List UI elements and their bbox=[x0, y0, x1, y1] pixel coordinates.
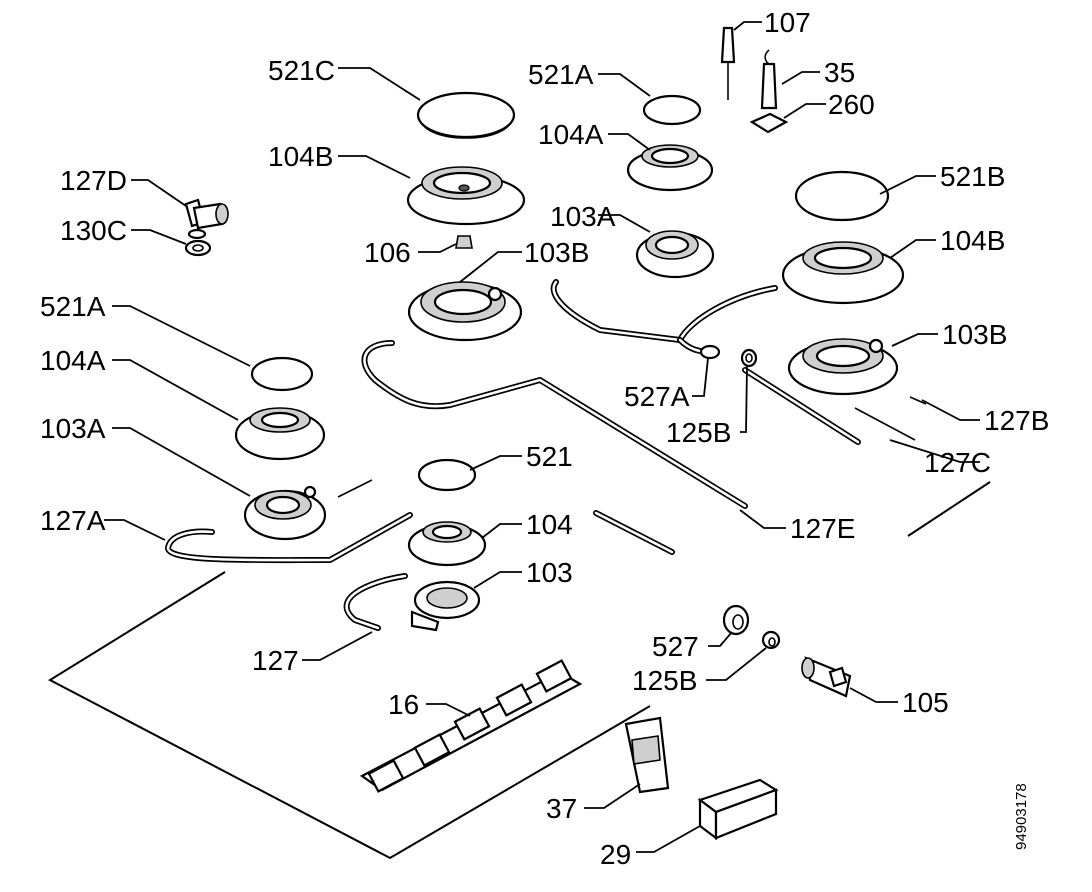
label-103: 103 bbox=[526, 557, 573, 588]
electrode-35 bbox=[760, 49, 778, 110]
cap-521c bbox=[416, 91, 516, 139]
clip-260 bbox=[749, 112, 789, 134]
label-106: 106 bbox=[364, 237, 411, 268]
document-id: 94903178 bbox=[1013, 783, 1030, 850]
thermocouple-107 bbox=[720, 26, 736, 100]
burner-head-104a-left bbox=[234, 407, 326, 461]
label-521b: 521B bbox=[940, 161, 1005, 192]
burner-head-104b-right bbox=[781, 241, 905, 305]
label-521a-left: 521A bbox=[40, 291, 106, 322]
switch-37 bbox=[624, 716, 670, 794]
valve-105 bbox=[801, 656, 852, 698]
label-260: 260 bbox=[828, 89, 875, 120]
label-103b-mid: 103B bbox=[524, 237, 589, 268]
label-127d: 127D bbox=[60, 165, 127, 196]
label-127b: 127B bbox=[984, 405, 1049, 436]
label-105: 105 bbox=[902, 687, 949, 718]
nut-125b-mid bbox=[740, 348, 758, 368]
ignition-rail-16 bbox=[359, 659, 583, 793]
burner-base-103a-top bbox=[635, 230, 715, 279]
burner-base-103b-right bbox=[787, 338, 899, 396]
label-521a-top: 521A bbox=[528, 59, 594, 90]
cap-521a-left bbox=[250, 356, 314, 392]
label-527a: 527A bbox=[624, 381, 690, 412]
label-521c: 521C bbox=[268, 55, 335, 86]
burner-base-103 bbox=[410, 580, 481, 632]
label-104a-top: 104A bbox=[538, 119, 604, 150]
burner-head-104a-top bbox=[626, 144, 714, 192]
joint-527a bbox=[699, 344, 721, 360]
label-127e: 127E bbox=[790, 513, 855, 544]
label-127c: 127C bbox=[924, 447, 991, 478]
cap-521b bbox=[794, 170, 890, 222]
label-127a: 127A bbox=[40, 505, 106, 536]
elbow-127d bbox=[184, 198, 229, 240]
label-125b-mid: 125B bbox=[666, 417, 731, 448]
label-37: 37 bbox=[546, 793, 577, 824]
label-130c: 130C bbox=[60, 215, 127, 246]
label-35: 35 bbox=[824, 57, 855, 88]
label-107: 107 bbox=[764, 7, 811, 38]
label-104b-right: 104B bbox=[940, 225, 1005, 256]
base-outline bbox=[47, 481, 991, 860]
leader-lines bbox=[104, 21, 980, 853]
washer-130c bbox=[184, 239, 212, 257]
part-labels: 107 35 260 521C 521A 104A 104B 127D 130C… bbox=[40, 7, 1049, 870]
burner-base-103b-mid bbox=[407, 281, 523, 342]
label-521: 521 bbox=[526, 441, 573, 472]
label-104b-left: 104B bbox=[268, 141, 333, 172]
cap-521 bbox=[417, 458, 477, 492]
label-125b-low: 125B bbox=[632, 665, 697, 696]
label-103b-right: 103B bbox=[942, 319, 1007, 350]
ignition-module-29 bbox=[697, 778, 779, 841]
label-16: 16 bbox=[388, 689, 419, 720]
cap-521a-top bbox=[642, 94, 702, 126]
label-527: 527 bbox=[652, 631, 699, 662]
nut-125b-low bbox=[761, 630, 781, 650]
injector-106 bbox=[455, 235, 473, 249]
label-104a-left: 104A bbox=[40, 345, 106, 376]
label-103a-left: 103A bbox=[40, 413, 106, 444]
label-29: 29 bbox=[600, 839, 631, 870]
burner-base-103a-left bbox=[243, 485, 327, 541]
label-104: 104 bbox=[526, 509, 573, 540]
gas-pipes bbox=[165, 279, 927, 631]
burner-head-104b-left bbox=[406, 166, 526, 226]
label-103a-top: 103A bbox=[550, 201, 616, 232]
burner-head-104 bbox=[407, 521, 487, 567]
label-127: 127 bbox=[252, 645, 299, 676]
sleeve-527 bbox=[722, 604, 750, 636]
